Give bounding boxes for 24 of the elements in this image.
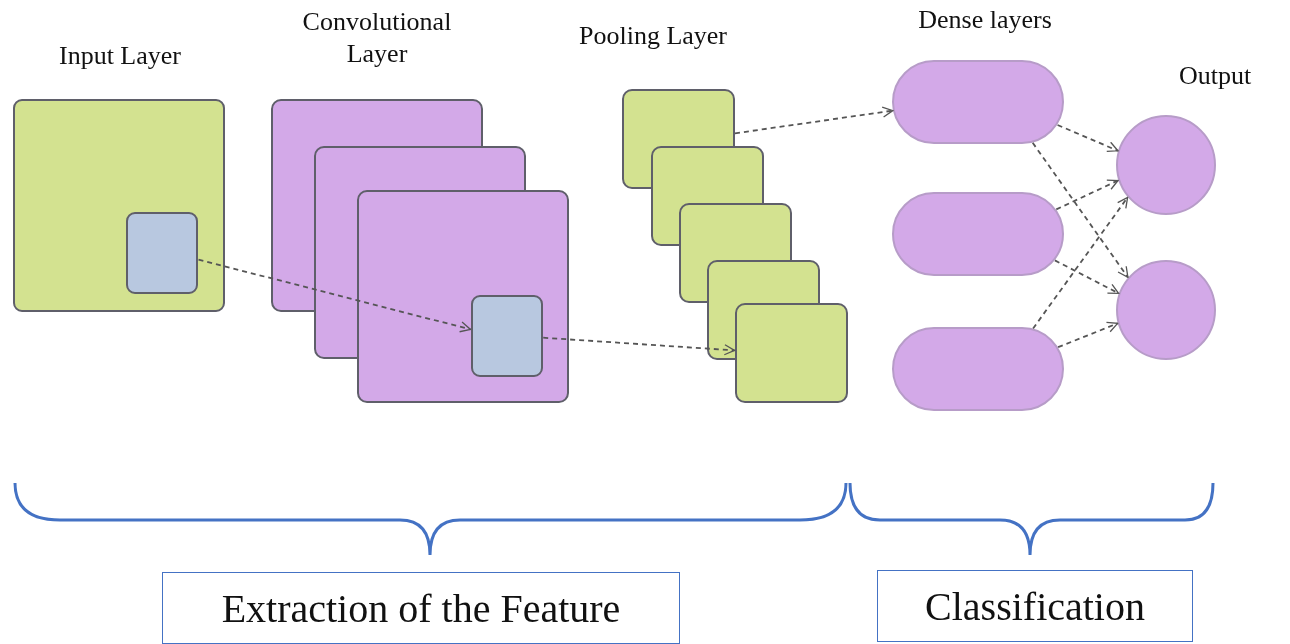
arrow xyxy=(197,258,472,333)
layer-heading: Pooling Layer xyxy=(578,20,728,52)
arrow xyxy=(542,336,736,356)
dense-unit-capsule xyxy=(892,192,1064,276)
pooled-map-stack xyxy=(622,89,848,403)
layer-heading: Output xyxy=(1177,60,1253,92)
arrow xyxy=(1031,141,1129,279)
dense-unit-capsule xyxy=(892,327,1064,411)
section-title-box: Extraction of the Feature xyxy=(162,572,680,644)
section-title-box: Classification xyxy=(877,570,1193,642)
arrow xyxy=(1055,179,1119,211)
input-image-square xyxy=(13,99,225,312)
arrow xyxy=(1056,124,1119,153)
layer-heading: Dense layers xyxy=(917,4,1053,36)
layer-heading: Convolutional Layer xyxy=(301,6,453,70)
arrow xyxy=(1032,196,1129,330)
arrow xyxy=(1054,259,1120,295)
dense-unit-capsule xyxy=(892,60,1064,144)
arrow xyxy=(734,106,894,135)
filter-patch xyxy=(471,295,543,377)
feature-map-stack xyxy=(271,99,569,403)
filter-patch xyxy=(126,212,198,294)
arrow xyxy=(1057,321,1119,349)
layer-heading: Input Layer xyxy=(58,40,182,72)
